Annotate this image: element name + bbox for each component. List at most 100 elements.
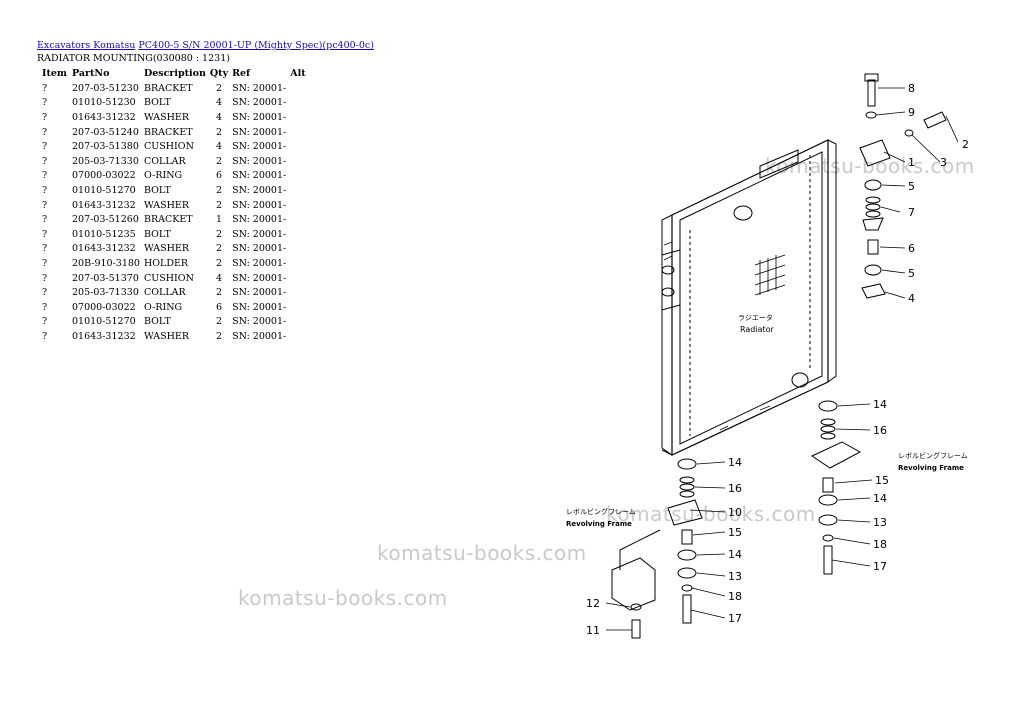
cell-description: WASHER xyxy=(143,330,190,342)
cell-ref: SN: 20001- xyxy=(232,141,287,153)
callout-label: 15 xyxy=(875,474,889,487)
cell-alt xyxy=(290,183,314,198)
callout-label: 5 xyxy=(908,267,915,280)
header-description: Description xyxy=(143,68,206,79)
callout-label: 7 xyxy=(908,206,915,219)
cell-alt xyxy=(290,125,314,140)
cell-ref: SN: 20001- xyxy=(232,199,287,211)
cell-partno: 207-03-51380 xyxy=(72,141,139,153)
breadcrumb: Excavators Komatsu PC400-5 S/N 20001-UP … xyxy=(37,40,374,51)
header-item: Item xyxy=(42,68,67,79)
cell-item: ? xyxy=(42,330,48,342)
frame-label-jp: レボルビングフレーム xyxy=(566,507,636,516)
cell-partno: 01010-51270 xyxy=(72,316,136,328)
callout-label: 3 xyxy=(940,156,947,169)
cell-description: COLLAR xyxy=(143,155,186,167)
callout-label: 17 xyxy=(873,560,887,573)
cell-description: CUSHION xyxy=(143,141,194,153)
watermark: komatsu-books.com xyxy=(765,154,975,178)
cell-description: WASHER xyxy=(143,111,190,123)
cell-qty: 2 xyxy=(215,243,223,255)
radiator-body xyxy=(661,139,837,456)
cell-alt xyxy=(290,139,314,154)
header-alt: Alt xyxy=(290,68,306,79)
cell-qty: 2 xyxy=(215,330,223,342)
cell-description: O-RING xyxy=(143,301,183,313)
cell-qty: 2 xyxy=(215,199,223,211)
cell-qty: 6 xyxy=(215,170,223,182)
cell-item: ? xyxy=(42,199,48,211)
cell-item: ? xyxy=(42,243,48,255)
cell-partno: 01643-31232 xyxy=(72,111,136,123)
frame-label-jp: レボルビングフレーム xyxy=(898,451,968,460)
cell-alt xyxy=(290,169,314,184)
callout-label: 1 xyxy=(908,156,915,169)
cell-qty: 4 xyxy=(215,97,223,109)
cell-qty: 2 xyxy=(215,287,223,299)
callout-label: 9 xyxy=(908,106,915,119)
cell-item: ? xyxy=(42,155,48,167)
cell-partno: 207-03-51260 xyxy=(72,214,139,226)
header-partno: PartNo xyxy=(72,68,110,79)
cell-ref: SN: 20001- xyxy=(232,184,287,196)
page-subtitle: RADIATOR MOUNTING(030080 : 1231) xyxy=(37,53,230,64)
radiator-label: Radiator xyxy=(740,325,775,334)
callout-label: 15 xyxy=(728,526,742,539)
cell-item: ? xyxy=(42,170,48,182)
cell-description: WASHER xyxy=(143,243,190,255)
table-row: ? 207-03-51380 CUSHION 4 SN: 20001- xyxy=(37,139,314,154)
callout-label: 14 xyxy=(728,548,742,561)
cell-ref: SN: 20001- xyxy=(232,111,287,123)
cell-qty: 4 xyxy=(215,141,223,153)
lower-left-parts xyxy=(611,458,703,639)
cell-description: WASHER xyxy=(143,199,190,211)
cell-partno: 205-03-71330 xyxy=(72,287,139,299)
cell-alt xyxy=(290,329,314,344)
cell-ref: SN: 20001- xyxy=(232,97,287,109)
cell-item: ? xyxy=(42,287,48,299)
cell-partno: 01643-31232 xyxy=(72,243,136,255)
cell-partno: 205-03-71330 xyxy=(72,155,139,167)
callout-label: 16 xyxy=(728,482,742,495)
cell-ref: SN: 20001- xyxy=(232,228,287,240)
callout-label: 18 xyxy=(873,538,887,551)
cell-qty: 2 xyxy=(215,82,223,94)
cell-alt xyxy=(290,227,314,242)
cell-qty: 1 xyxy=(215,214,223,226)
callout-label: 13 xyxy=(873,516,887,529)
callout-label: 17 xyxy=(728,612,742,625)
frame-label: Revolving Frame xyxy=(898,464,964,472)
cell-description: BOLT xyxy=(143,228,171,240)
breadcrumb-link-model[interactable]: PC400-5 S/N 20001-UP (Mighty Spec)(pc400… xyxy=(138,40,374,51)
cell-description: BOLT xyxy=(143,316,171,328)
cell-alt xyxy=(290,300,314,315)
breadcrumb-link-excavators[interactable]: Excavators Komatsu xyxy=(37,40,136,51)
cell-partno: 01010-51270 xyxy=(72,184,136,196)
cell-alt xyxy=(290,81,314,96)
cell-ref: SN: 20001- xyxy=(232,272,287,284)
cell-item: ? xyxy=(42,141,48,153)
cell-partno: 01643-31232 xyxy=(72,199,136,211)
lower-right-parts xyxy=(810,400,862,575)
cell-qty: 2 xyxy=(215,126,223,138)
callout-label: 18 xyxy=(728,590,742,603)
watermark: komatsu-books.com xyxy=(377,541,587,565)
callout-label: 11 xyxy=(586,624,600,637)
cell-item: ? xyxy=(42,97,48,109)
table-row: ? 01643-31232 WASHER 2 SN: 20001- xyxy=(37,198,314,213)
cell-partno: 01643-31232 xyxy=(72,330,136,342)
cell-qty: 2 xyxy=(215,155,223,167)
cell-alt xyxy=(290,198,314,213)
watermark: komatsu-books.com xyxy=(606,502,816,526)
cell-ref: SN: 20001- xyxy=(232,301,287,313)
